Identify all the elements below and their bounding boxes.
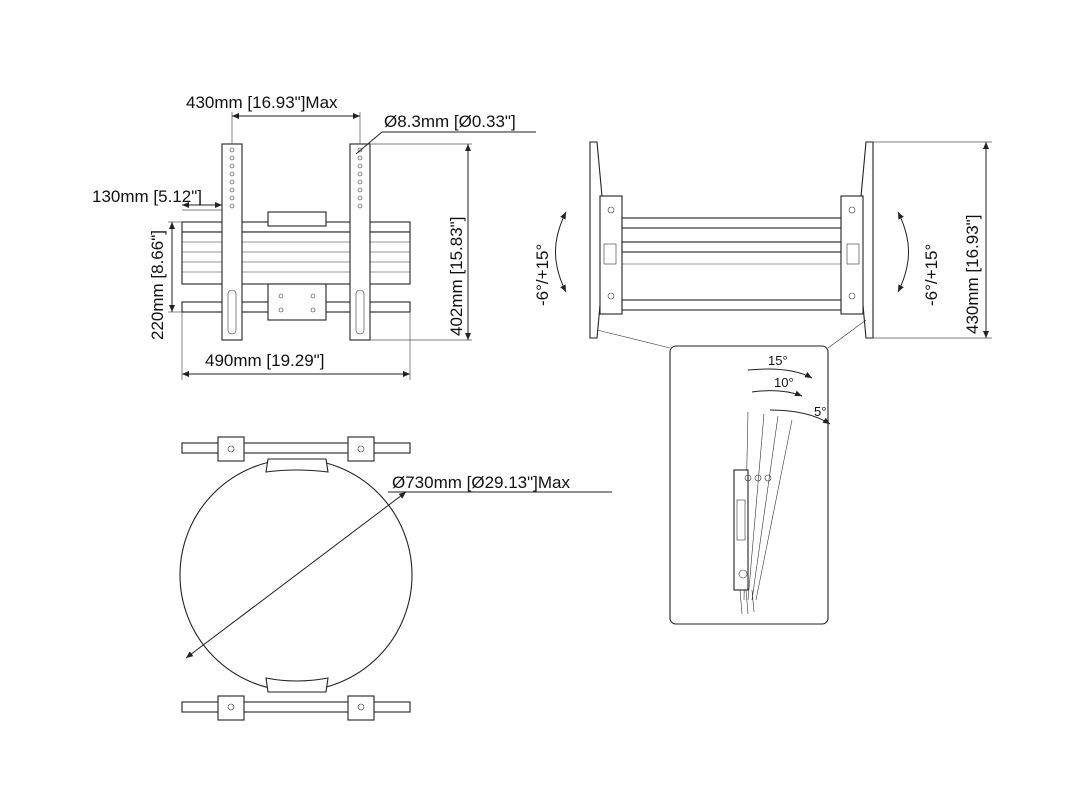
angle-5-label: 5°: [814, 404, 826, 419]
side-height-label: 430mm [16.93"]: [963, 215, 982, 334]
width-max-label: 430mm [16.93"]Max: [186, 93, 338, 112]
detail-view: 15° 10° 5°: [669, 345, 831, 625]
offset-label: 130mm [5.12"]: [92, 187, 202, 206]
angle-15-label: 15°: [768, 353, 788, 368]
front-view: 430mm [16.93"]Max Ø8.3mm [Ø0.33"] 130mm …: [92, 93, 536, 380]
diameter-max-label: Ø730mm [Ø29.13"]Max: [392, 473, 570, 492]
bracket-holes: [227, 147, 365, 335]
side-view: -6°/+15° -6°/+15° 430mm [16.93"]: [533, 141, 992, 349]
rail-height-label: 220mm [8.66"]: [148, 230, 167, 340]
bracket-height-label: 402mm [15.83"]: [447, 217, 466, 336]
overall-width-label: 490mm [19.29"]: [205, 351, 324, 370]
hole-diameter-label: Ø8.3mm [Ø0.33"]: [384, 112, 516, 131]
angle-10-label: 10°: [774, 375, 794, 390]
top-view: Ø730mm [Ø29.13"]Max: [179, 436, 612, 721]
tilt-right-label: -6°/+15°: [922, 244, 941, 306]
tilt-left-label: -6°/+15°: [533, 244, 552, 306]
